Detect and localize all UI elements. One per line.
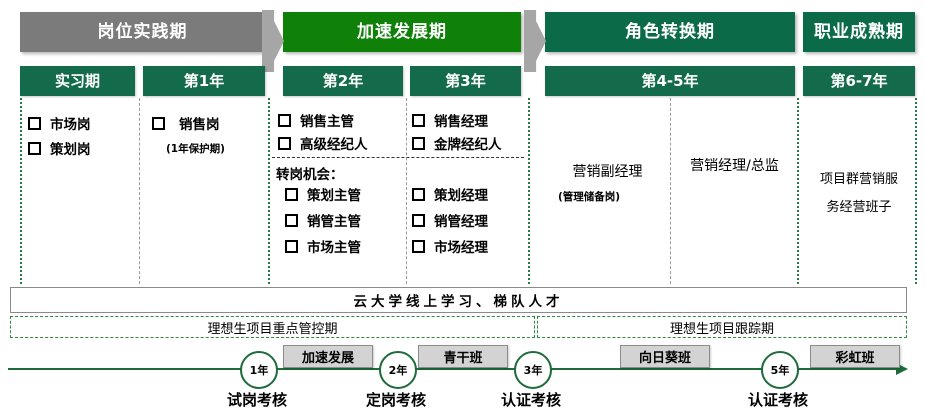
list-item: 销售主管 bbox=[278, 110, 368, 130]
year-box-year1: 第1年 bbox=[143, 66, 265, 96]
column-divider-year45 bbox=[670, 98, 671, 284]
timeline-node-year3[interactable]: 3年 bbox=[514, 351, 552, 389]
internship-role-list: 市场岗 策划岗 bbox=[28, 113, 91, 163]
column-divider-right-edge bbox=[915, 98, 917, 284]
list-item: 策划岗 bbox=[28, 138, 91, 158]
phase-banner-practice: 岗位实践期 bbox=[20, 12, 265, 52]
year-box-year2: 第2年 bbox=[283, 66, 403, 96]
year-box-year6-7: 第6-7年 bbox=[803, 66, 915, 96]
role-project-group-line1: 项目群营销服 bbox=[819, 172, 898, 187]
list-item: 市场岗 bbox=[28, 113, 91, 133]
column-divider-phase1-2 bbox=[268, 98, 270, 284]
list-item: 销管经理 bbox=[412, 210, 488, 230]
timeline-node-year1[interactable]: 1年 bbox=[240, 351, 278, 389]
transfer-opportunity-heading: 转岗机会： bbox=[276, 167, 344, 183]
timeline-axis bbox=[8, 368, 898, 370]
checkbox-square-icon bbox=[278, 113, 291, 127]
checkbox-square-icon bbox=[28, 141, 41, 155]
phase-banner-acceleration: 加速发展期 bbox=[283, 12, 521, 52]
year-box-internship: 实习期 bbox=[20, 66, 135, 96]
checkbox-square-icon bbox=[278, 136, 291, 150]
checkbox-square-icon bbox=[152, 116, 165, 130]
program-button-youth-cadre[interactable]: 青干班 bbox=[418, 345, 508, 368]
role-marketing-manager-director: 营销经理/总监 bbox=[690, 158, 779, 174]
list-item: 销售岗 bbox=[152, 113, 220, 133]
column-divider-phase3-4 bbox=[797, 98, 799, 284]
column-divider-left-edge bbox=[20, 98, 22, 284]
checkbox-square-icon bbox=[285, 239, 298, 253]
checkbox-square-icon bbox=[412, 113, 425, 127]
checkbox-square-icon bbox=[412, 136, 425, 150]
year3-role-list: 销售经理 金牌经纪人 bbox=[412, 110, 502, 156]
list-item: 销售经理 bbox=[412, 110, 502, 130]
year1-protection-note: (1年保护期) bbox=[166, 143, 225, 155]
timeline-node-year2[interactable]: 2年 bbox=[379, 351, 417, 389]
year2-transfer-list: 策划主管 销管主管 市场主管 bbox=[285, 184, 361, 262]
year1-role-list: 销售岗 bbox=[152, 113, 220, 138]
checkbox-square-icon bbox=[285, 187, 298, 201]
year2-role-list: 销售主管 高级经纪人 bbox=[278, 110, 368, 156]
phase-banner-role-change: 角色转换期 bbox=[545, 12, 795, 52]
control-period-bar: 理想生项目重点管控期 bbox=[10, 316, 535, 338]
phase-banner-maturity: 职业成熟期 bbox=[803, 12, 915, 52]
year-box-year3: 第3年 bbox=[410, 66, 521, 96]
checkbox-square-icon bbox=[412, 213, 425, 227]
timeline-node-year5[interactable]: 5年 bbox=[761, 351, 799, 389]
year3-transfer-list: 策划经理 销管经理 市场经理 bbox=[412, 184, 488, 262]
tracking-period-bar: 理想生项目跟踪期 bbox=[537, 316, 907, 338]
transfer-section-divider bbox=[272, 157, 524, 158]
assessment-label-placement: 定岗考核 bbox=[365, 391, 426, 409]
assessment-label-certify-2: 认证考核 bbox=[747, 391, 808, 409]
list-item: 市场经理 bbox=[412, 236, 488, 256]
role-deputy-marketing-manager: 营销副经理 bbox=[572, 164, 643, 180]
program-button-acceleration[interactable]: 加速发展 bbox=[283, 345, 373, 368]
checkbox-square-icon bbox=[412, 187, 425, 201]
cloud-university-bar: 云大学线上学习、梯队人才 bbox=[10, 287, 907, 313]
list-item: 金牌经纪人 bbox=[412, 133, 502, 153]
list-item: 策划主管 bbox=[285, 184, 361, 204]
management-reserve-note: (管理储备岗) bbox=[558, 191, 621, 203]
year-box-year4-5: 第4-5年 bbox=[545, 66, 795, 96]
list-item: 销管主管 bbox=[285, 210, 361, 230]
list-item: 策划经理 bbox=[412, 184, 488, 204]
column-divider-year2-3 bbox=[406, 98, 407, 284]
list-item: 高级经纪人 bbox=[278, 133, 368, 153]
chevron-arrow-icon-1 bbox=[262, 10, 284, 72]
assessment-label-certify-1: 认证考核 bbox=[500, 391, 561, 409]
program-button-sunflower[interactable]: 向日葵班 bbox=[620, 345, 710, 368]
checkbox-square-icon bbox=[28, 116, 41, 130]
column-divider-internship bbox=[139, 98, 140, 284]
role-project-group-line2: 务经营班子 bbox=[826, 200, 892, 215]
list-item: 市场主管 bbox=[285, 236, 361, 256]
checkbox-square-icon bbox=[412, 239, 425, 253]
chevron-arrow-icon-2 bbox=[524, 10, 546, 72]
assessment-label-trial: 试岗考核 bbox=[226, 391, 287, 409]
checkbox-square-icon bbox=[285, 213, 298, 227]
program-button-rainbow[interactable]: 彩虹班 bbox=[810, 345, 900, 368]
column-divider-phase2-3 bbox=[528, 98, 530, 284]
